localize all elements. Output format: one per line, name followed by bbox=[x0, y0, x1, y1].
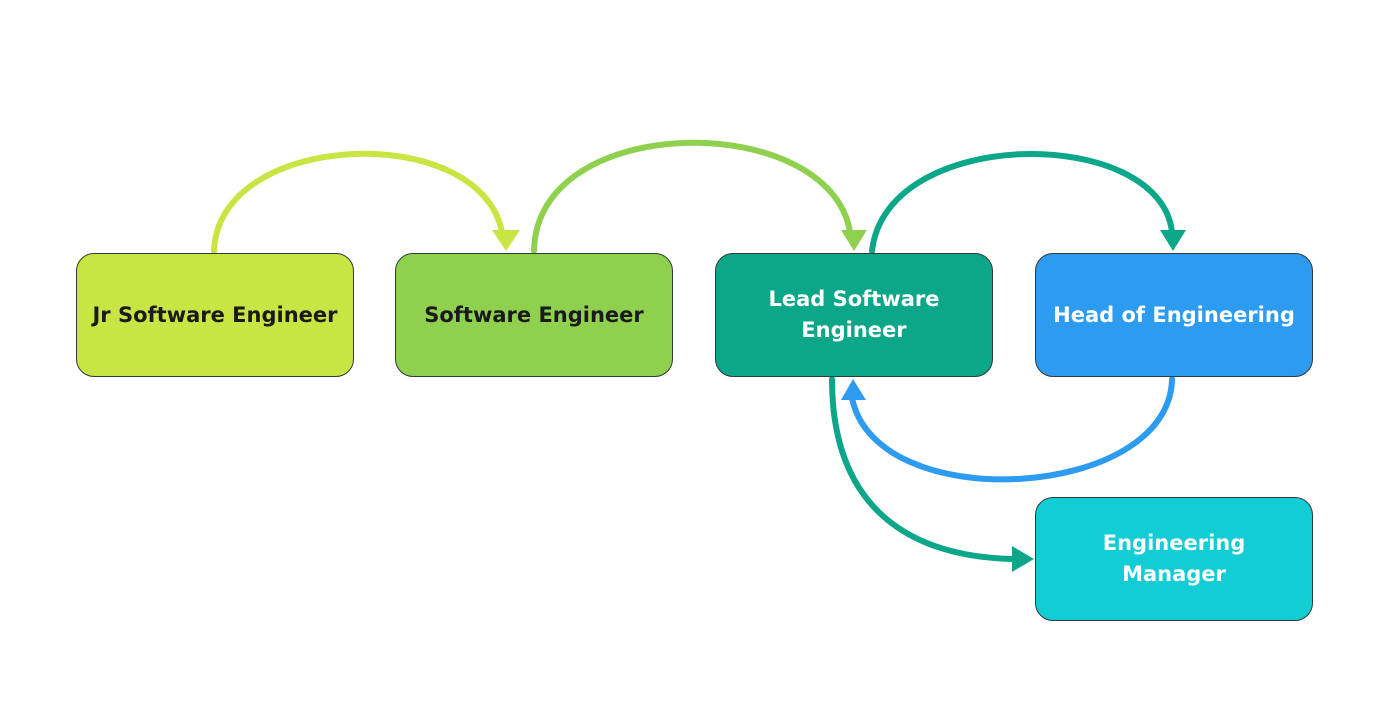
arrowhead-swe-to-lead bbox=[841, 230, 867, 251]
node-software-engineer: Software Engineer bbox=[395, 253, 673, 377]
arrowhead-jr-to-swe bbox=[492, 230, 520, 251]
arrowhead-lead-to-em bbox=[1012, 546, 1034, 572]
node-em-label: Engineering Manager bbox=[1102, 531, 1246, 586]
node-jr-label: Jr Software Engineer bbox=[92, 302, 338, 327]
edge-lead-to-em bbox=[829, 376, 1015, 562]
arrowhead-lead-to-head bbox=[1160, 230, 1186, 251]
node-head-of-engineering: Head of Engineering bbox=[1035, 253, 1313, 377]
node-head-label: Head of Engineering bbox=[1053, 302, 1295, 327]
node-engineering-manager: Engineering Manager bbox=[1035, 497, 1313, 621]
node-lead-label: Lead Software Engineer bbox=[768, 287, 940, 342]
edge-jr-to-swe bbox=[211, 150, 505, 254]
node-swe-label: Software Engineer bbox=[424, 302, 644, 327]
node-jr-software-engineer: Jr Software Engineer bbox=[76, 253, 354, 377]
arrowhead-head-to-lead bbox=[841, 379, 866, 400]
node-lead-software-engineer: Lead Software Engineer bbox=[715, 253, 993, 377]
edge-swe-to-lead bbox=[531, 139, 853, 254]
edge-head-to-lead bbox=[849, 376, 1175, 483]
edges-layer bbox=[211, 139, 1186, 572]
edge-lead-to-head bbox=[869, 150, 1175, 254]
